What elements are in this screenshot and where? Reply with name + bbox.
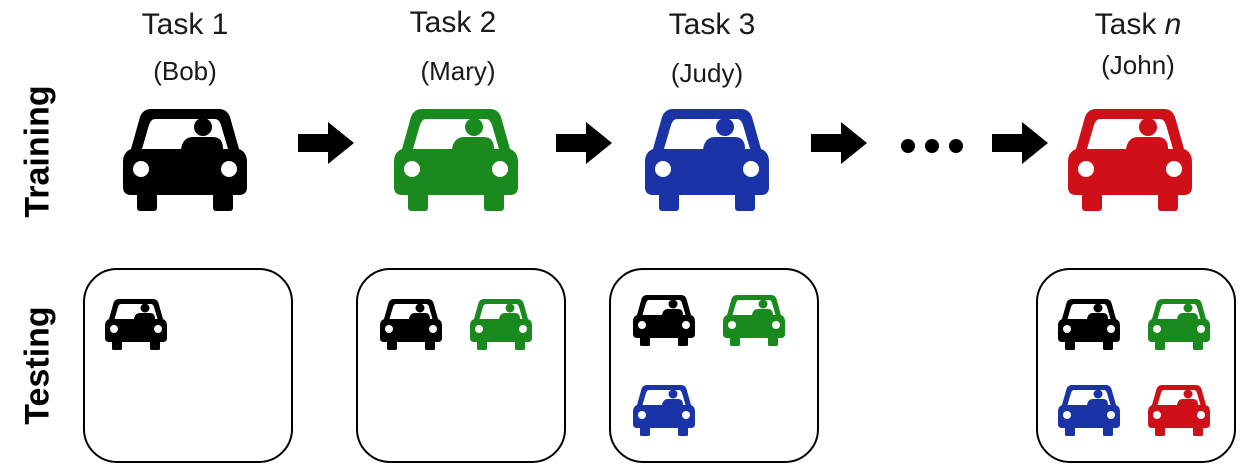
testing-car-icon	[380, 299, 442, 350]
task-n-title-prefix: Task	[1094, 8, 1165, 41]
testing-car-icon	[470, 299, 532, 350]
testing-car-icon	[105, 299, 167, 350]
task-1-title: Task 1	[141, 8, 229, 41]
right-arrow-icon	[556, 122, 612, 164]
training-row-label: Training	[18, 85, 57, 218]
task-3-driver: (Judy)	[670, 58, 744, 88]
training-car-task-3-icon	[645, 109, 769, 211]
right-arrow-icon	[992, 122, 1048, 164]
testing-row-label: Testing	[18, 306, 57, 425]
training-car-task-n-icon	[1068, 109, 1192, 211]
testing-car-icon	[633, 385, 695, 436]
right-arrow-icon	[811, 122, 867, 164]
testing-car-icon	[1058, 299, 1120, 350]
testing-car-icon	[1148, 299, 1210, 350]
task-1-driver: (Bob)	[153, 56, 217, 86]
task-2-title: Task 2	[409, 6, 497, 39]
ellipsis-icon	[901, 139, 963, 153]
testing-car-icon	[1058, 385, 1120, 436]
testing-car-icon	[723, 295, 785, 346]
training-car-task-2-icon	[394, 109, 518, 211]
task-n-variable: n	[1164, 8, 1182, 41]
task-n-title: Task n	[1038, 8, 1238, 42]
task-2-driver: (Mary)	[420, 56, 496, 86]
testing-car-icon	[1148, 385, 1210, 436]
training-car-task-1-icon	[123, 109, 247, 211]
right-arrow-icon	[298, 122, 354, 164]
testing-car-icon	[633, 295, 695, 346]
task-n-driver: (John)	[1101, 50, 1175, 80]
task-3-title: Task 3	[668, 8, 756, 41]
